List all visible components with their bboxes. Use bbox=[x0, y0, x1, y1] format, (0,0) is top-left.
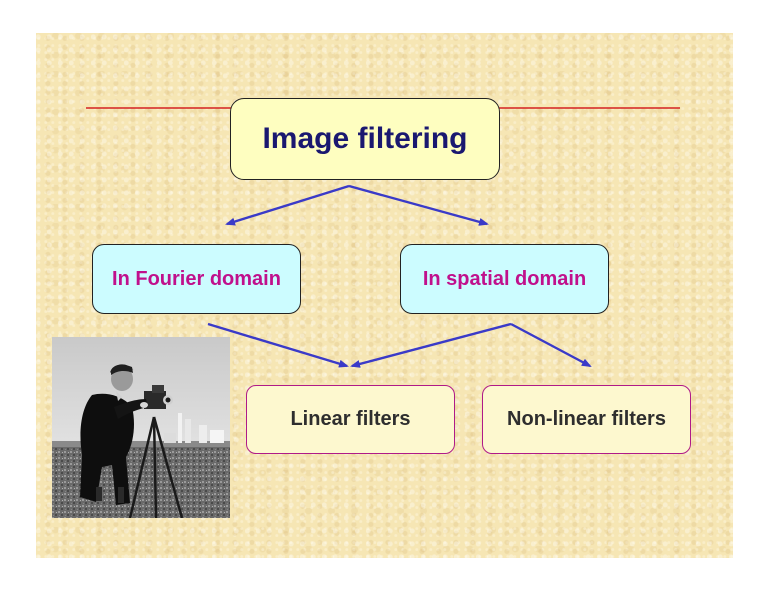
arrow-fourier-to-linear bbox=[207, 322, 349, 368]
linear-filters-box: Linear filters bbox=[246, 385, 455, 454]
fourier-domain-label: In Fourier domain bbox=[112, 267, 281, 290]
nonlinear-filters-box: Non-linear filters bbox=[482, 385, 691, 454]
title-box: Image filtering bbox=[230, 98, 500, 180]
arrow-spatial-to-nonlinear bbox=[510, 322, 592, 368]
linear-filters-label: Linear filters bbox=[290, 408, 411, 430]
title-text: Image filtering bbox=[262, 122, 468, 155]
arrow-title-to-fourier bbox=[225, 184, 350, 226]
cameraman-photo bbox=[52, 337, 230, 518]
spatial-domain-box: In spatial domain bbox=[400, 244, 609, 314]
fourier-domain-box: In Fourier domain bbox=[92, 244, 301, 314]
spatial-domain-label: In spatial domain bbox=[422, 267, 587, 290]
nonlinear-filters-label: Non-linear filters bbox=[507, 408, 666, 430]
arrow-title-to-spatial bbox=[348, 184, 489, 226]
arrow-spatial-to-linear bbox=[350, 322, 512, 368]
